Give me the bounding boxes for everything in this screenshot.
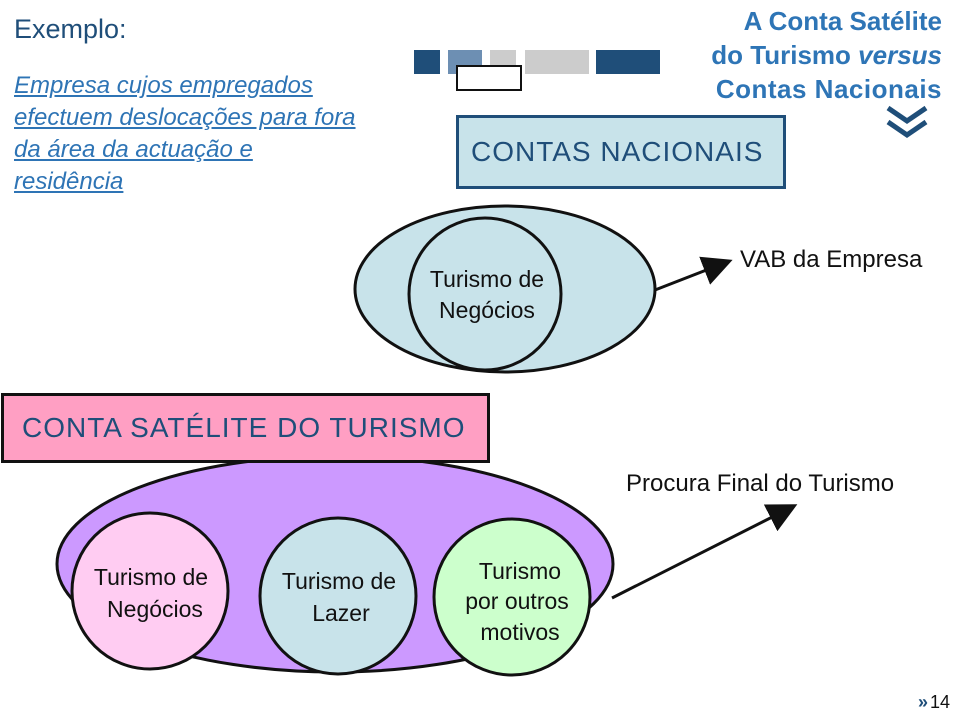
double-chevron-down-icon bbox=[886, 105, 928, 139]
procura-final-label: Procura Final do Turismo bbox=[626, 470, 895, 497]
circle-2-line-2: Lazer bbox=[312, 600, 370, 626]
decorative-outline-box bbox=[456, 65, 522, 91]
circle-1-line-1: Turismo de bbox=[94, 564, 208, 590]
circle-3-line-2: por outros bbox=[465, 588, 569, 614]
vab-arrow bbox=[654, 256, 733, 292]
conta-satelite-box: CONTA SATÉLITE DO TURISMO bbox=[1, 393, 490, 463]
circle-label-line-1: Turismo de bbox=[430, 266, 544, 292]
decorative-square-4 bbox=[525, 50, 589, 74]
circle-turismo-negocios bbox=[70, 511, 230, 671]
circle-label-line-2: Negócios bbox=[439, 297, 535, 323]
example-description: Empresa cujos empregados efectuem desloc… bbox=[14, 72, 356, 195]
chevron-right-icon: » bbox=[917, 692, 928, 712]
title-line-2: do Turismo versus bbox=[711, 40, 942, 70]
slide-title: A Conta Satélite do Turismo versus Conta… bbox=[652, 4, 942, 106]
title-italic-word: versus bbox=[858, 40, 942, 70]
circle-3-line-1: Turismo bbox=[479, 558, 561, 584]
vab-label: VAB da Empresa bbox=[740, 246, 923, 273]
decorative-square-5 bbox=[596, 50, 660, 74]
title-line-1: A Conta Satélite bbox=[743, 6, 942, 36]
circle-2-line-1: Turismo de bbox=[282, 568, 396, 594]
circle-turismo-outros bbox=[432, 517, 592, 677]
title-line-3: Contas Nacionais bbox=[715, 74, 942, 104]
page-number-value: 14 bbox=[929, 692, 950, 712]
page-number: »14 bbox=[918, 692, 950, 713]
procura-arrow bbox=[611, 504, 798, 600]
example-label: Exemplo: bbox=[14, 14, 127, 44]
circle-1-line-2: Negócios bbox=[107, 596, 203, 622]
circle-3-line-3: motivos bbox=[480, 619, 559, 645]
turismo-negocios-circle bbox=[407, 216, 563, 372]
contas-nacionais-box: CONTAS NACIONAIS bbox=[456, 115, 786, 189]
decorative-square-1 bbox=[414, 50, 440, 74]
circle-turismo-lazer bbox=[258, 516, 418, 676]
